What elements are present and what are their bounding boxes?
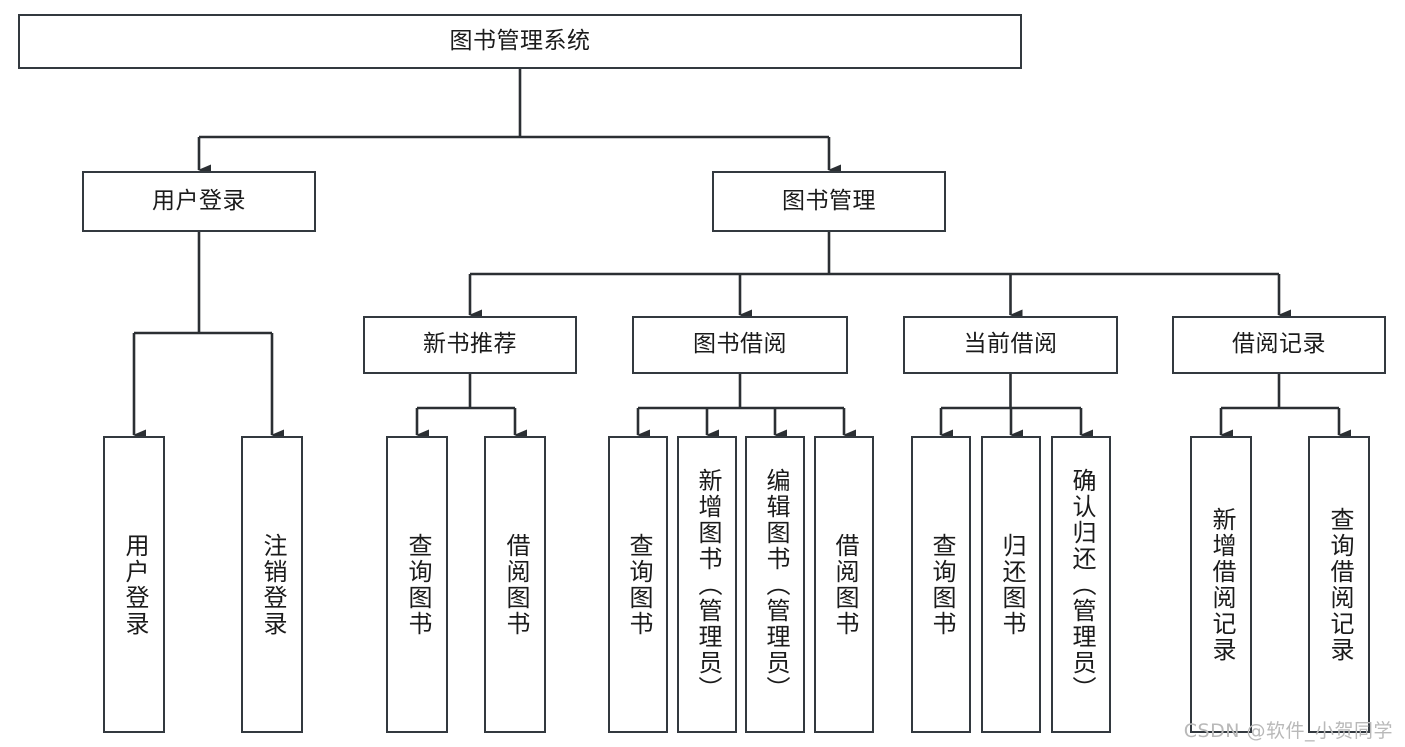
node-label: 新增借阅记录 (1207, 506, 1236, 663)
node-leaf-query-book-1[interactable]: 查询图书 (386, 436, 448, 733)
node-label: 用户登录 (152, 187, 246, 214)
connector-group (132, 69, 1351, 441)
node-leaf-edit-book[interactable]: 编辑图书（管理员） (745, 436, 805, 733)
node-label: 借阅图书 (830, 532, 859, 637)
node-leaf-return-book[interactable]: 归还图书 (981, 436, 1041, 733)
node-label: 注销登录 (258, 532, 287, 637)
node-leaf-borrow-book-1[interactable]: 借阅图书 (484, 436, 546, 733)
node-borrow-record[interactable]: 借阅记录 (1172, 316, 1386, 374)
node-leaf-borrow-book-2[interactable]: 借阅图书 (814, 436, 874, 733)
node-label: 查询图书 (927, 532, 956, 637)
node-label: 查询借阅记录 (1325, 506, 1354, 663)
node-leaf-query-book-2[interactable]: 查询图书 (608, 436, 668, 733)
node-label: 新书推荐 (423, 331, 517, 358)
node-label: 借阅图书 (501, 532, 530, 637)
node-label: 归还图书 (997, 532, 1026, 637)
node-user-login[interactable]: 用户登录 (82, 171, 316, 232)
node-label: 图书管理系统 (449, 27, 591, 54)
node-label: 当前借阅 (963, 331, 1058, 358)
node-new-book-rec[interactable]: 新书推荐 (363, 316, 577, 374)
node-label: 图书管理 (782, 187, 876, 214)
node-book-borrow[interactable]: 图书借阅 (632, 316, 848, 374)
node-leaf-user-login[interactable]: 用户登录 (103, 436, 165, 733)
node-label: 用户登录 (120, 532, 149, 637)
node-leaf-confirm-return[interactable]: 确认归还（管理员） (1051, 436, 1111, 733)
node-leaf-add-record[interactable]: 新增借阅记录 (1190, 436, 1252, 733)
node-label: 图书借阅 (693, 331, 787, 358)
node-label: 确认归还（管理员） (1067, 467, 1096, 702)
node-leaf-add-book[interactable]: 新增图书（管理员） (677, 436, 737, 733)
node-label: 借阅记录 (1232, 331, 1326, 358)
node-label: 新增图书（管理员） (693, 467, 722, 702)
node-leaf-query-record[interactable]: 查询借阅记录 (1308, 436, 1370, 733)
node-book-manage[interactable]: 图书管理 (712, 171, 946, 232)
node-label: 编辑图书（管理员） (761, 467, 790, 702)
node-label: 查询图书 (403, 532, 432, 637)
node-root[interactable]: 图书管理系统 (18, 14, 1022, 69)
node-leaf-logout[interactable]: 注销登录 (241, 436, 303, 733)
node-label: 查询图书 (624, 532, 653, 637)
node-current-borrow[interactable]: 当前借阅 (903, 316, 1118, 374)
node-leaf-query-book-3[interactable]: 查询图书 (911, 436, 971, 733)
